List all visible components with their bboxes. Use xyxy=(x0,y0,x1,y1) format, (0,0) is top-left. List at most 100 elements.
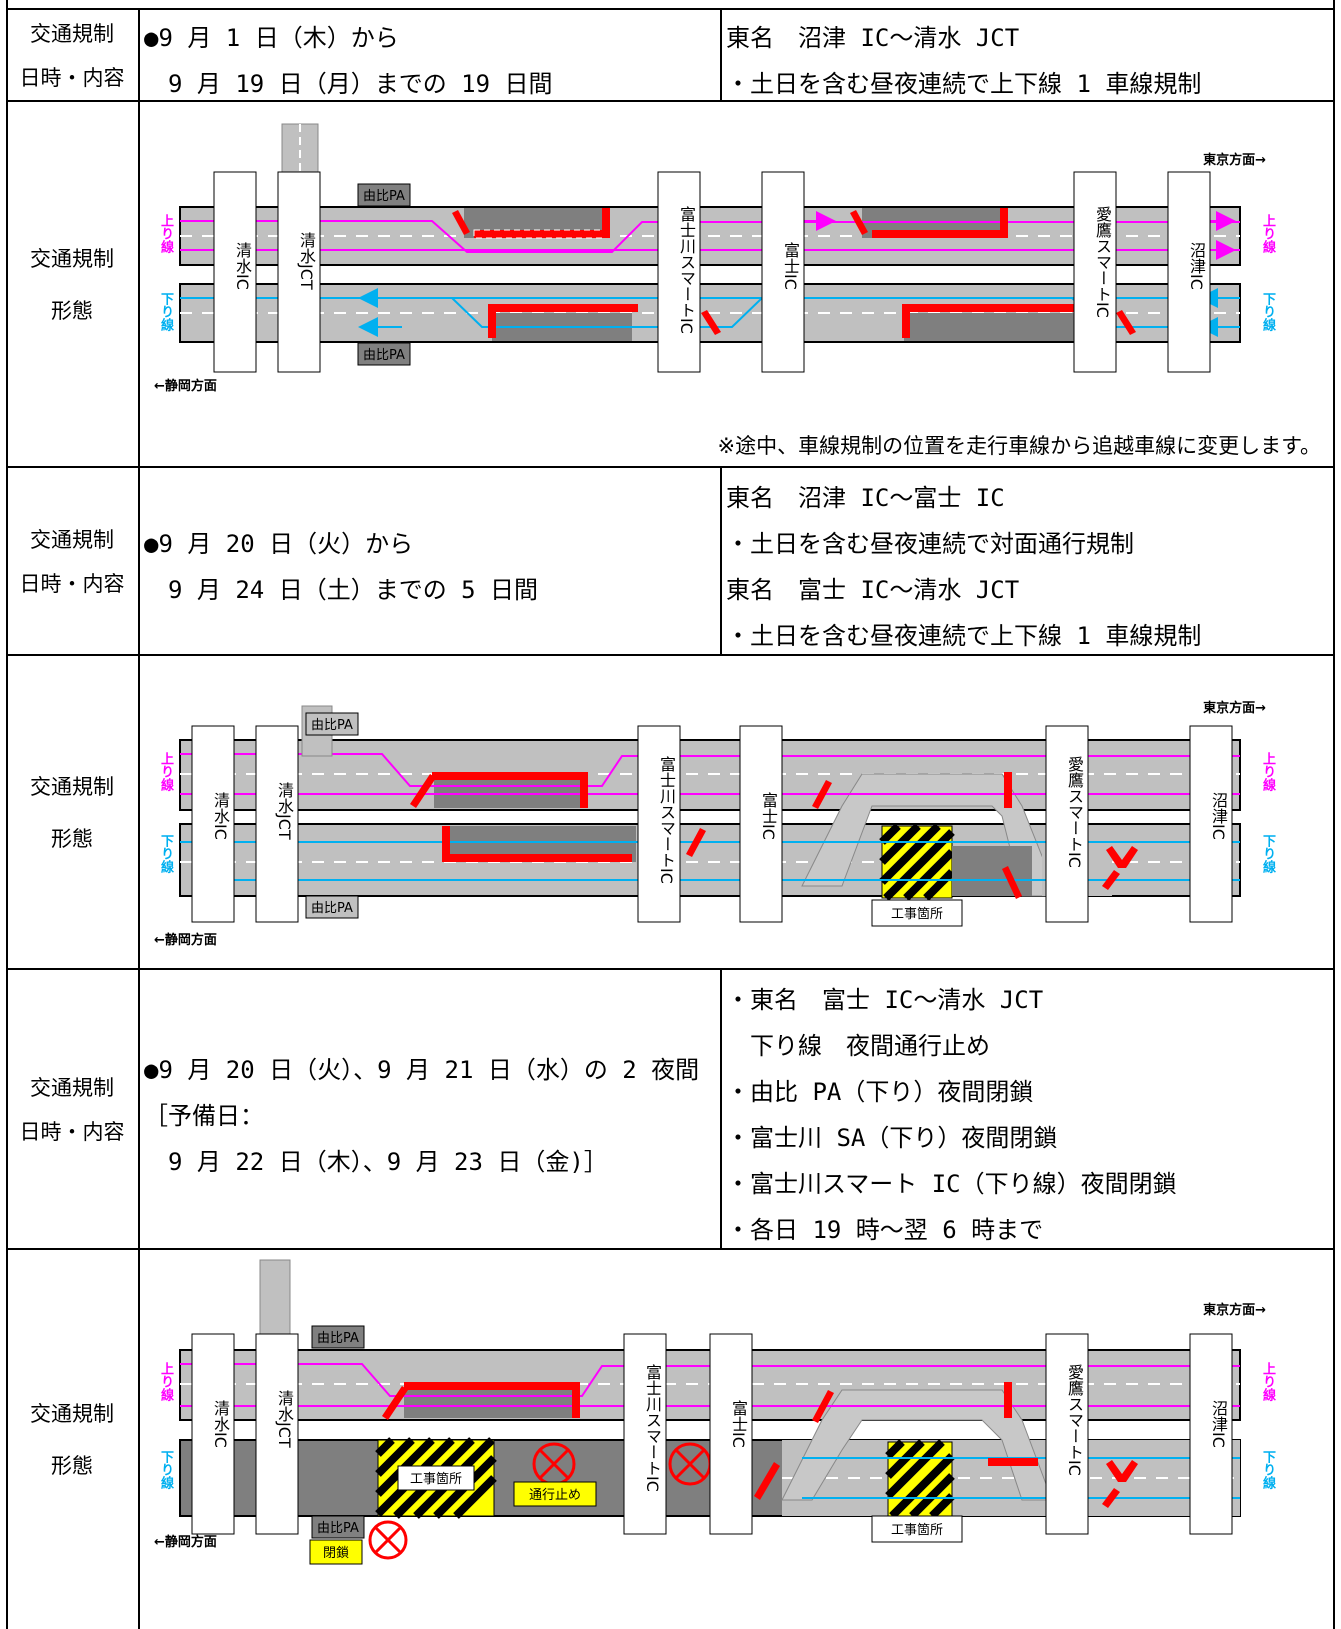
section3-content-cell: ・東名 富士 IC〜清水 JCT 下り線 夜間通行止め ・由比 PA（下り）夜間… xyxy=(722,970,1332,1250)
column-divider xyxy=(720,468,722,656)
section3-diagram-row: 交通規制 形態 工事箇所 xyxy=(6,1248,1335,1629)
section1-content-cell: 東名 沼津 IC〜清水 JCT ・土日を含む昼夜連続で上下線 1 車線規制 xyxy=(722,10,1332,102)
ic-label-ashitaka-smart: 愛鷹スマートIC xyxy=(1065,1364,1084,1476)
tokyo-direction: 東京方面→ xyxy=(1203,152,1266,168)
section2-content-line: 東名 沼津 IC〜富士 IC xyxy=(726,484,1005,512)
ic-label-fuji: 富士IC xyxy=(729,1400,748,1448)
up-line-label: 上り線 xyxy=(158,214,173,253)
work-site-label: 工事箇所 xyxy=(891,906,943,922)
closure-label: 通行止め xyxy=(529,1488,581,1503)
label-line: 交通規制 xyxy=(30,775,114,799)
column-divider xyxy=(720,970,722,1250)
section3-content-line: ・富士川 SA（下り）夜間閉鎖 xyxy=(726,1124,1058,1152)
down-line-label: 下り線 xyxy=(158,834,173,873)
svg-text:東京方面→: 東京方面→ xyxy=(1203,1302,1266,1318)
ic-label-fuji: 富士IC xyxy=(781,242,800,290)
label-datetime: 交通規制 日時・内容 xyxy=(6,468,140,656)
ic-label-ashitaka-smart: 愛鷹スマートIC xyxy=(1093,206,1112,318)
section1-date-line: 9 月 19 日（月）までの 19 日間 xyxy=(144,70,553,98)
section3-date-line: ●9 月 20 日（火）、9 月 21 日（水）の 2 夜間 xyxy=(144,1056,700,1084)
cone-group xyxy=(452,208,1136,338)
ic-label-ashitaka-smart: 愛鷹スマートIC xyxy=(1065,756,1084,868)
label-line: 交通規制 xyxy=(30,22,114,46)
column-divider xyxy=(720,10,722,102)
label-line: 形態 xyxy=(51,1453,93,1478)
diagram-1: 由比PA 由比PA 東京方面→ ←静岡方面 xyxy=(154,123,1266,394)
section2-content-line: ・土日を含む昼夜連続で上下線 1 車線規制 xyxy=(726,622,1202,650)
section3-date-line: ［予備日： xyxy=(144,1102,264,1130)
label-form: 交通規制 形態 xyxy=(6,656,140,970)
label-line: 交通規制 xyxy=(30,247,114,271)
section3-content-line: ・由比 PA（下り）夜間閉鎖 xyxy=(726,1078,1034,1106)
ic-label-shimizu: 清水IC xyxy=(233,242,252,290)
section2-info-row: 交通規制 日時・内容 ●9 月 20 日（火）から 9 月 24 日（土）までの… xyxy=(6,466,1335,656)
up-traffic-line xyxy=(180,220,1240,253)
svg-text:←静岡方面: ←静岡方面 xyxy=(154,1534,217,1550)
section3-content-line: ・各日 19 時〜翌 6 時まで xyxy=(726,1216,1044,1244)
label-datetime: 交通規制 日時・内容 xyxy=(6,10,140,102)
section3-date-cell: ●9 月 20 日（火）、9 月 21 日（水）の 2 夜間 ［予備日： 9 月… xyxy=(140,970,720,1250)
label-line: 交通規制 xyxy=(30,1401,114,1426)
label-line: 日時・内容 xyxy=(19,1120,125,1144)
section2-diagram-row: 交通規制 形態 xyxy=(6,654,1335,970)
ic-label-shimizu: 清水IC xyxy=(211,1400,230,1448)
yui-pa-up: 由比PA xyxy=(363,189,405,204)
section2-content-line: 東名 富士 IC〜清水 JCT xyxy=(726,576,1020,604)
section1-date-line: ●9 月 1 日（木）から xyxy=(144,24,399,52)
label-line: 交通規制 xyxy=(30,528,114,552)
yui-pa-down: 由比PA xyxy=(363,348,405,363)
svg-text:東京方面→: 東京方面→ xyxy=(1203,700,1266,716)
ic-label-fujikawa-smart: 富士川スマートIC xyxy=(677,206,696,334)
section1-diagram-row: 交通規制 形態 xyxy=(6,100,1335,468)
label-line: 形態 xyxy=(51,299,93,323)
label-form: 交通規制 形態 xyxy=(6,1250,140,1629)
down-line-label: 下り線 xyxy=(158,1450,173,1489)
section3-content-line: ・東名 富士 IC〜清水 JCT xyxy=(726,986,1044,1014)
down-line-label: 下り線 xyxy=(158,292,173,331)
svg-text:工事箇所: 工事箇所 xyxy=(891,1522,943,1538)
section3-date-line: 9 月 22 日（木）、9 月 23 日（金)］ xyxy=(144,1148,608,1176)
ic-label-shimizu-jct: 清水JCT xyxy=(275,1390,294,1448)
document-frame xyxy=(6,0,1335,1629)
section3-info-row: 交通規制 日時・内容 ●9 月 20 日（火）、9 月 21 日（水）の 2 夜… xyxy=(6,968,1335,1250)
down-line-label-right: 下り線 xyxy=(1260,834,1275,873)
label-line: 日時・内容 xyxy=(19,572,125,596)
section1-content-line: ・土日を含む昼夜連続で上下線 1 車線規制 xyxy=(726,70,1202,98)
section1-info-row: 交通規制 日時・内容 ●9 月 1 日（木）から 9 月 19 日（月）までの … xyxy=(6,8,1335,102)
label-form: 交通規制 形態 xyxy=(6,102,140,468)
svg-text:工事箇所: 工事箇所 xyxy=(410,1471,462,1487)
section2-content-line: ・土日を含む昼夜連続で対面通行規制 xyxy=(726,530,1134,558)
down-line-label-right: 下り線 xyxy=(1260,292,1275,331)
section1-date-cell: ●9 月 1 日（木）から 9 月 19 日（月）までの 19 日間 xyxy=(140,10,720,102)
svg-text:由比PA: 由比PA xyxy=(311,718,353,733)
up-line-label: 上り線 xyxy=(158,1362,173,1401)
label-datetime: 交通規制 日時・内容 xyxy=(6,970,140,1250)
ic-label-numazu: 沼津IC xyxy=(1209,1400,1228,1448)
section2-content-cell: 東名 沼津 IC〜富士 IC ・土日を含む昼夜連続で対面通行規制 東名 富士 I… xyxy=(722,468,1332,656)
closed-lane xyxy=(904,313,1074,341)
label-line: 日時・内容 xyxy=(19,66,125,90)
ic-label-numazu: 沼津IC xyxy=(1187,242,1206,290)
ic-label-numazu: 沼津IC xyxy=(1209,792,1228,840)
svg-text:←静岡方面: ←静岡方面 xyxy=(154,932,217,948)
diagram-3: 工事箇所 由比PA 由比PA 閉鎖 通行止め xyxy=(154,1259,1266,1565)
diagram-2: 由比PA 由比PA 工事箇所 東京方面→ ←静岡方面 xyxy=(154,700,1266,948)
section2-date-line: 9 月 24 日（土）までの 5 日間 xyxy=(144,576,539,604)
ic-label-fujikawa-smart: 富士川スマートIC xyxy=(643,1364,662,1492)
up-line-label: 上り線 xyxy=(158,752,173,791)
section3-content-line: ・富士川スマート IC（下り線）夜間閉鎖 xyxy=(726,1170,1177,1198)
closed-label: 閉鎖 xyxy=(323,1545,349,1561)
section2-date-line: ●9 月 20 日（火）から xyxy=(144,530,414,558)
label-line: 交通規制 xyxy=(30,1076,114,1100)
ic-label-shimizu-jct: 清水JCT xyxy=(297,232,316,290)
section1-note: ※途中、車線規制の位置を走行車線から追越車線に変更します。 xyxy=(717,434,1322,458)
ic-label-fujikawa-smart: 富士川スマートIC xyxy=(657,756,676,884)
shizuoka-direction: ←静岡方面 xyxy=(154,378,217,394)
svg-text:由比PA: 由比PA xyxy=(317,1331,359,1346)
ic-label-fuji: 富士IC xyxy=(759,792,778,840)
up-line-label-right: 上り線 xyxy=(1260,214,1275,253)
section2-date-cell: ●9 月 20 日（火）から 9 月 24 日（土）までの 5 日間 xyxy=(140,468,720,656)
down-line-label-right: 下り線 xyxy=(1260,1450,1275,1489)
section3-content-line: 下り線 夜間通行止め xyxy=(726,1032,990,1060)
ic-label-shimizu: 清水IC xyxy=(211,792,230,840)
